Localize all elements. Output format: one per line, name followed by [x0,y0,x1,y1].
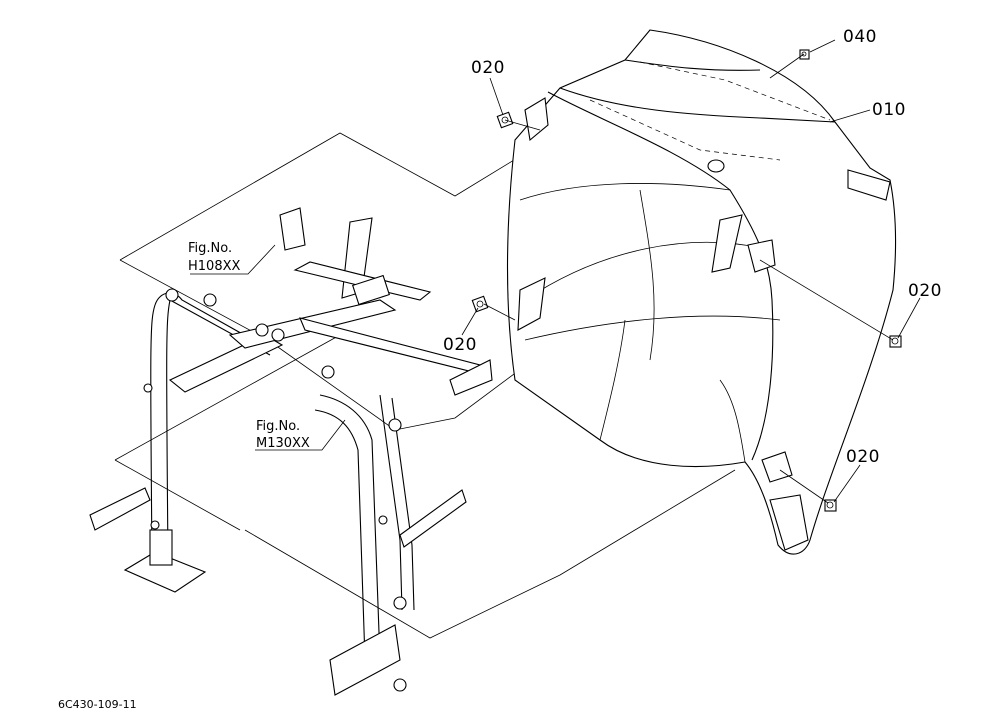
support-frame [89,207,493,696]
label-020-top: 020 [471,58,505,78]
label-040: 040 [843,27,877,47]
reference-planes [114,131,736,639]
bolt-020-mid [471,295,489,313]
label-020-bottom: 020 [846,447,880,467]
figref-h108-line2: H108XX [188,259,240,274]
figref-m130-line2: M130XX [256,436,310,451]
drawing-code: 6C430-109-11 [58,698,137,711]
label-020-mid: 020 [443,335,477,355]
leader-lines [190,39,921,504]
figure-references: Fig.No. H108XX Fig.No. M130XX [188,241,310,451]
hood-part-010 [506,29,897,555]
bolt-020-bottom [824,499,837,512]
figref-h108-line1: Fig.No. [188,241,232,256]
bolt-020-right [889,335,902,348]
bolts [471,49,902,512]
figref-m130-line1: Fig.No. [256,419,300,434]
label-020-right: 020 [908,281,942,301]
screw-040 [799,49,810,60]
label-010: 010 [872,100,906,120]
part-labels: 040 010 020 020 020 020 [443,27,942,467]
